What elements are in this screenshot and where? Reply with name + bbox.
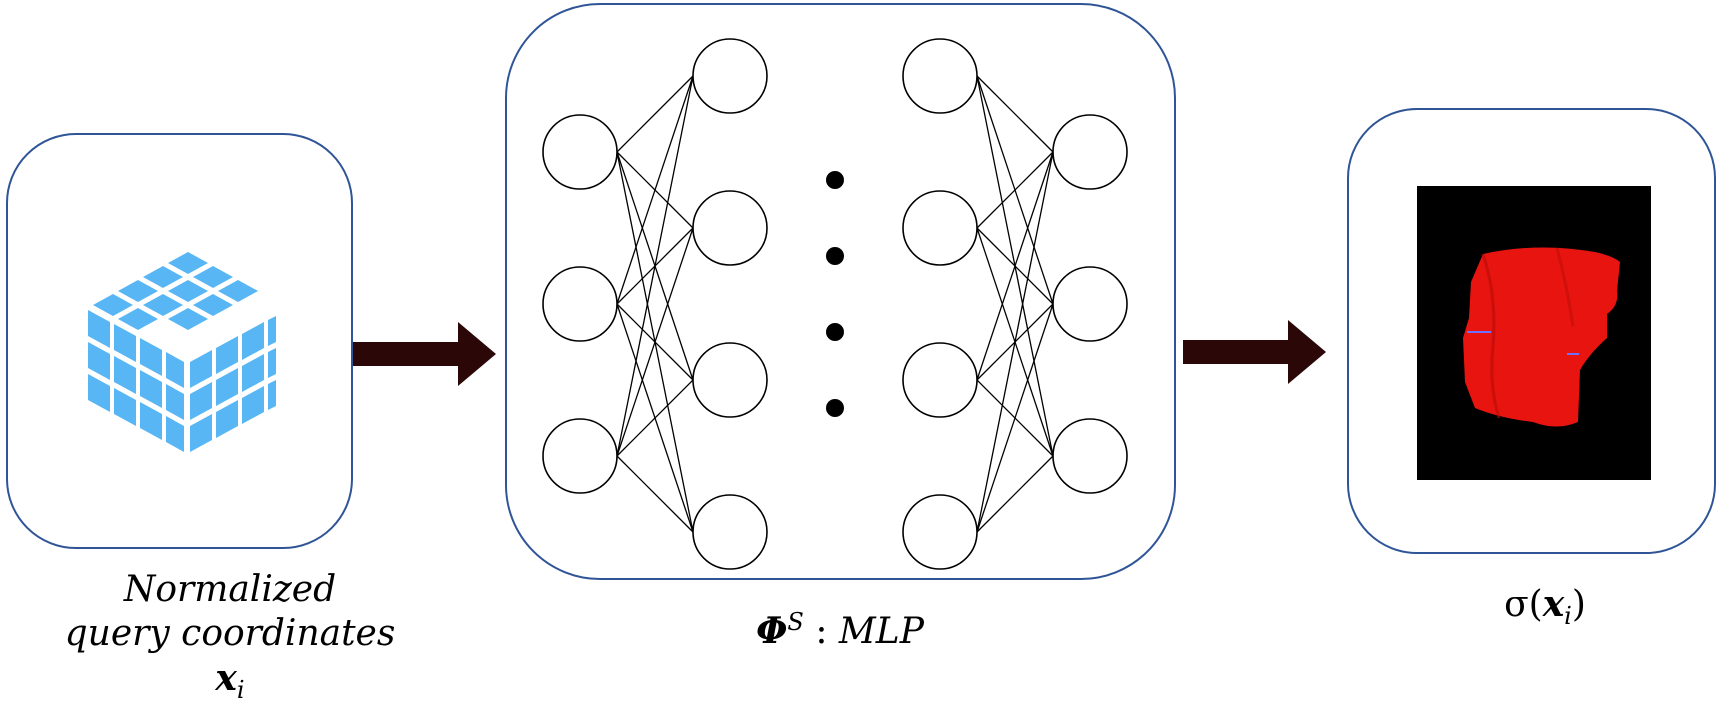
node-layer2-1: [692, 190, 768, 266]
ellipsis-dot: [826, 171, 844, 189]
node-layer2-0: [692, 38, 768, 114]
network-edges: [616, 75, 1054, 533]
separator: :: [815, 611, 828, 652]
phi-superscript: S: [787, 608, 804, 636]
arrow-mlp-to-output: [1183, 320, 1326, 384]
ellipsis-dot: [826, 323, 844, 341]
input-panel: [6, 133, 353, 549]
node-layer4-2: [1052, 418, 1128, 494]
mlp-caption: ΦS : MLP: [680, 600, 1000, 654]
node-layer4-0: [1052, 114, 1128, 190]
node-layer2-3: [692, 494, 768, 570]
arrow-input-to-mlp: [353, 322, 496, 386]
ellipsis-dots: [826, 171, 844, 417]
node-layer1-2: [542, 418, 618, 494]
node-layer3-2: [902, 342, 978, 418]
red-volume-shape: [1463, 247, 1620, 427]
node-layer2-2: [692, 342, 768, 418]
close-paren: ): [1571, 584, 1586, 625]
mlp-label: MLP: [838, 611, 924, 652]
phi-symbol: Φ: [756, 610, 788, 652]
node-layer3-3: [902, 494, 978, 570]
output-var: x: [1542, 583, 1565, 625]
diagram-canvas: [88, 38, 1326, 570]
node-layer3-0: [902, 38, 978, 114]
network-nodes: [542, 38, 1128, 570]
sigma-func: σ(: [1504, 584, 1543, 625]
output-caption: σ(xi): [1440, 582, 1650, 638]
ellipsis-dot: [826, 399, 844, 417]
density-render-image: [1417, 186, 1651, 480]
cube-grid-icon: [88, 252, 276, 452]
node-layer1-1: [542, 266, 618, 342]
ellipsis-dot: [826, 247, 844, 265]
output-sub: i: [1564, 602, 1572, 631]
input-caption-line2: query coordinates xi: [64, 613, 396, 705]
node-layer1-0: [542, 114, 618, 190]
node-layer3-1: [902, 190, 978, 266]
input-caption: Normalized query coordinates xi: [60, 568, 400, 712]
node-layer4-1: [1052, 266, 1128, 342]
input-caption-line1: Normalized: [123, 569, 337, 610]
